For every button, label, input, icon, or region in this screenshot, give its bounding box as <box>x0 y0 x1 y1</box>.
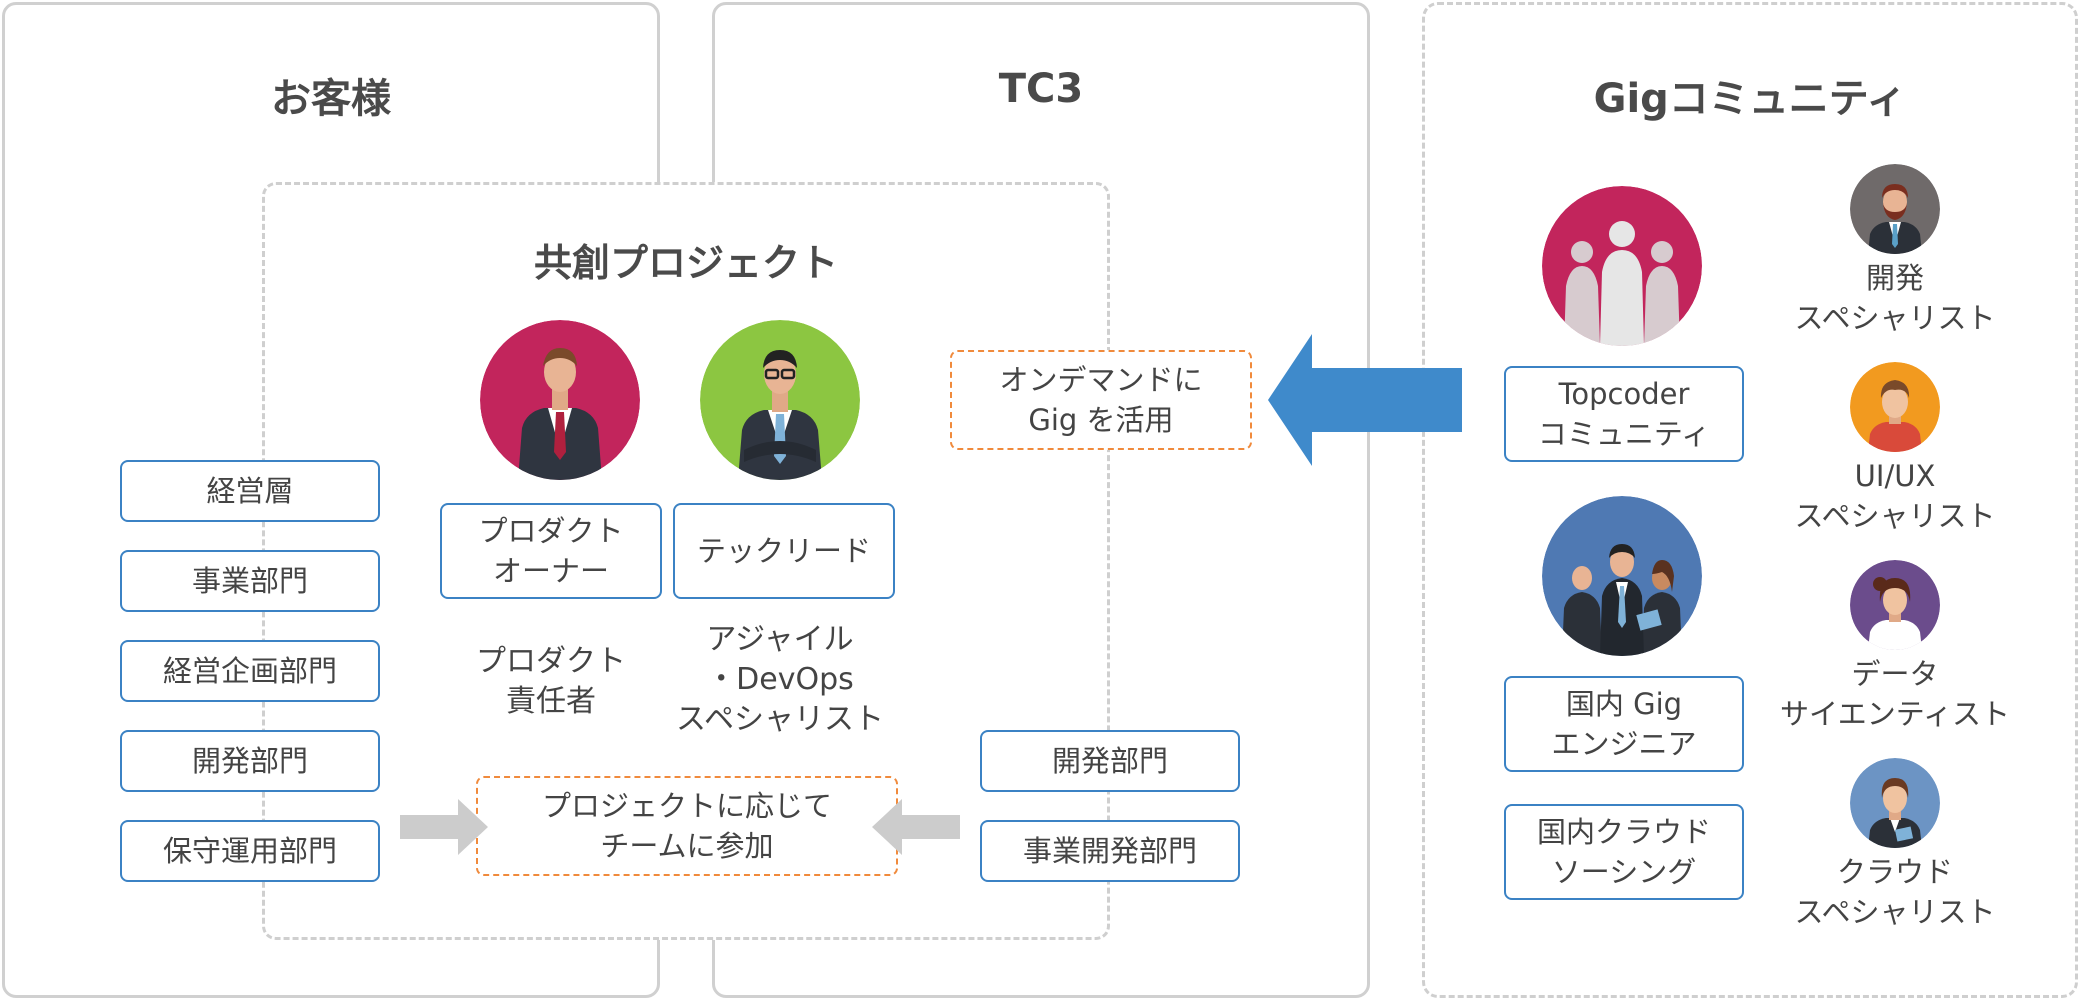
tc3-department-box: 開発部門 <box>980 730 1240 792</box>
tc3-title: TC3 <box>998 66 1084 112</box>
domestic-crowdsourcing-box: 国内クラウド ソーシング <box>1504 804 1744 900</box>
customer-department-box: 経営層 <box>120 460 380 522</box>
specialist-label: 開発 スペシャリスト <box>1794 261 1996 335</box>
customer-department-box: 保守運用部門 <box>120 820 380 882</box>
tech-lead-avatar-icon <box>700 320 860 480</box>
product-owner-avatar-icon <box>480 320 640 480</box>
domestic-gig-engineers-box: 国内 Gig エンジニア <box>1504 676 1744 772</box>
customer-department-box: 開発部門 <box>120 730 380 792</box>
specialist-label: クラウド スペシャリスト <box>1794 855 1996 929</box>
join-team-note: プロジェクトに応じて チームに参加 <box>476 776 898 876</box>
data-scientist-avatar-icon <box>1850 560 1940 650</box>
domestic-gig-engineers-avatar-icon <box>1542 496 1702 656</box>
customer-department-box: 経営企画部門 <box>120 640 380 702</box>
customer-title: お客様 <box>271 76 391 122</box>
left-arrow-icon <box>872 799 960 855</box>
gig-community-title: Gigコミュニティ <box>1593 76 1907 122</box>
gig-community-panel <box>1422 2 2078 998</box>
right-arrow-icon <box>400 799 488 855</box>
tc3-department-box: 事業開発部門 <box>980 820 1240 882</box>
topcoder-community-avatar-icon <box>1542 186 1702 346</box>
specialist-label: UI/UX スペシャリスト <box>1794 459 1996 533</box>
big-left-arrow-icon <box>1268 334 1462 466</box>
tech-lead-box: テックリード <box>673 503 895 599</box>
specialist-label: データ サイエンティスト <box>1780 657 2010 731</box>
developer-avatar-icon <box>1850 164 1940 254</box>
on-demand-gig-note: オンデマンドに Gig を活用 <box>950 350 1252 450</box>
product-owner-box: プロダクト オーナー <box>440 503 662 599</box>
topcoder-community-box: Topcoder コミュニティ <box>1504 366 1744 462</box>
tech-lead-description: アジャイル ・DevOps スペシャリスト <box>676 622 884 737</box>
product-owner-description: プロダクト 責任者 <box>476 644 626 719</box>
designer-avatar-icon <box>1850 362 1940 452</box>
customer-department-box: 事業部門 <box>120 550 380 612</box>
cloud-specialist-avatar-icon <box>1850 758 1940 848</box>
project-title: 共創プロジェクト <box>533 241 838 285</box>
